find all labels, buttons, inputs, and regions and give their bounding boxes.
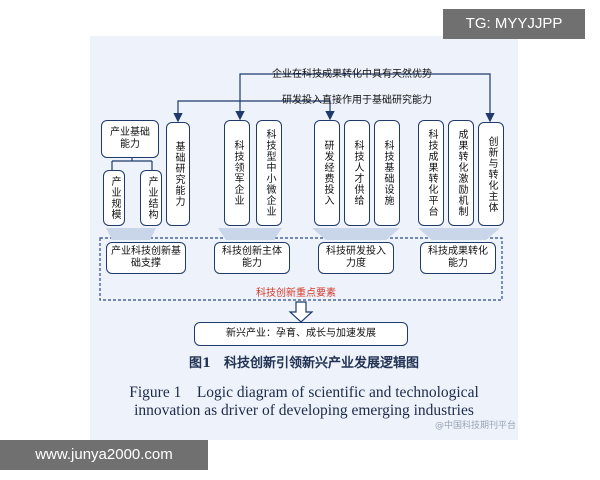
source-watermark: @中国科技期刊平台 — [434, 421, 516, 431]
second-connector — [173, 100, 278, 123]
middle-label-industry-support: 产业科技创新基础支撑 — [111, 246, 181, 269]
infrastructure-label: 科技基础设施 — [382, 140, 393, 206]
middle-label-subject-capacity: 科技创新主体能力 — [222, 246, 282, 269]
talent-supply-box: 科技人才供给 — [344, 120, 370, 226]
industry-structure-box: 产业结构 — [140, 170, 162, 226]
incentive-mechanism-box: 成果转化激励机制 — [448, 120, 474, 226]
chinese-caption: 图1 科技创新引领新兴产业发展逻辑图 — [188, 356, 420, 371]
innovation-subject-box: 创新与转化主体 — [478, 122, 504, 226]
transfer-platform-label: 科技成果转化平台 — [426, 129, 437, 217]
rd-funding-label: 研发经费投入 — [322, 140, 333, 206]
infrastructure-box: 科技基础设施 — [374, 120, 400, 226]
top-watermark: TG: MYYJJPP — [443, 9, 585, 39]
tech-leader-box: 科技领军企业 — [224, 120, 250, 226]
tech-sme-box: 科技型中小微企业 — [256, 120, 282, 226]
funnel-1 — [106, 228, 156, 240]
funnel-4 — [418, 228, 500, 240]
industry-scale-label: 产业规模 — [109, 176, 120, 220]
middle-label-rd-intensity: 科技研发投入力度 — [326, 246, 386, 269]
dashed-frame-label: 科技创新重点要素 — [256, 288, 336, 299]
bottom-watermark: www.junya2000.com — [0, 440, 208, 470]
top-label: 企业在科技成果转化中具有天然优势 — [272, 69, 432, 80]
talent-supply-label: 科技人才供给 — [352, 140, 363, 206]
middle-label-transfer-capacity: 科技成果转化能力 — [428, 246, 488, 269]
industry-structure-label: 产业结构 — [146, 176, 157, 220]
basic-research-label: 基础研究能力 — [173, 141, 184, 207]
innovation-subject-label: 创新与转化主体 — [486, 135, 497, 213]
middle-box-rd-intensity: 科技研发投入力度 — [318, 242, 394, 274]
incentive-mechanism-label: 成果转化激励机制 — [456, 129, 467, 217]
bottom-arrow — [288, 301, 314, 323]
transfer-platform-box: 科技成果转化平台 — [418, 120, 444, 226]
second-label: 研发投入直接作用于基础研究能力 — [282, 95, 432, 106]
industry-base-box: 产业基础能力 — [101, 120, 159, 158]
english-caption-line2: innovation as driver of developing emerg… — [134, 402, 474, 419]
industry-scale-box: 产业规模 — [103, 170, 125, 226]
middle-box-transfer-capacity: 科技成果转化能力 — [420, 242, 496, 274]
basic-research-box: 基础研究能力 — [166, 122, 190, 226]
funnel-2 — [218, 228, 282, 240]
middle-box-industry-support: 产业科技创新基础支撑 — [106, 242, 186, 274]
emerging-industry-label: 新兴产业：孕育、成长与加速发展 — [226, 328, 376, 339]
top-connector — [239, 73, 495, 123]
tech-leader-label: 科技领军企业 — [232, 140, 243, 206]
tech-sme-label: 科技型中小微企业 — [264, 129, 275, 217]
funnel-3 — [312, 228, 400, 240]
group1-split — [111, 156, 153, 170]
dashed-frame — [99, 237, 503, 301]
second-connector-right — [278, 100, 335, 121]
middle-box-subject-capacity: 科技创新主体能力 — [214, 242, 290, 274]
emerging-industry-box: 新兴产业：孕育、成长与加速发展 — [194, 322, 408, 346]
english-caption-line1: Figure 1 Logic diagram of scientific and… — [129, 384, 479, 401]
industry-base-label: 产业基础能力 — [110, 127, 150, 150]
rd-funding-box: 研发经费投入 — [314, 120, 340, 226]
